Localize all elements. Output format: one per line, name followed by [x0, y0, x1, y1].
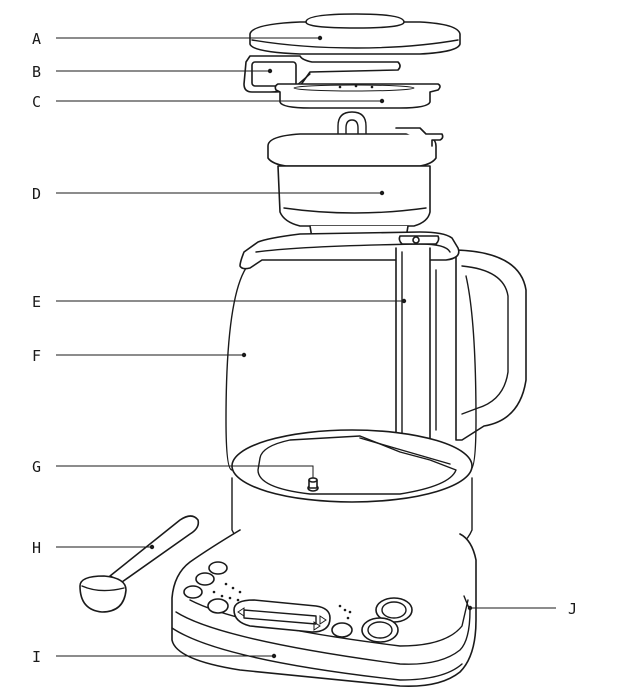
leader-lines [56, 35, 556, 659]
part-labels: A B C D E F G H I J [32, 30, 577, 666]
lid [249, 13, 461, 55]
label-f: F [32, 347, 41, 365]
panel-button-4 [207, 598, 229, 614]
label-e: E [32, 293, 41, 311]
label-d: D [32, 185, 41, 203]
centre-pin [307, 477, 319, 492]
level-tube [395, 235, 440, 457]
control-panel [183, 561, 413, 643]
jug-bottom [231, 429, 473, 503]
label-b: B [32, 63, 41, 81]
panel-button-3 [183, 585, 203, 599]
label-i: I [32, 648, 41, 666]
panel-button-1 [208, 561, 228, 575]
tea-basket [267, 127, 444, 245]
tea-scoop [79, 515, 200, 613]
display-window [233, 599, 331, 633]
lid-filter [274, 83, 441, 109]
label-g: G [32, 458, 41, 476]
kettle-handle [455, 249, 527, 441]
panel-button-5 [331, 622, 353, 638]
label-c: C [32, 93, 41, 111]
label-h: H [32, 539, 41, 557]
label-j: J [568, 600, 577, 618]
label-a: A [32, 30, 41, 48]
lid-button [251, 61, 297, 87]
basket-handle [337, 111, 367, 151]
leader-g [56, 465, 314, 478]
panel-button-2 [195, 572, 215, 586]
